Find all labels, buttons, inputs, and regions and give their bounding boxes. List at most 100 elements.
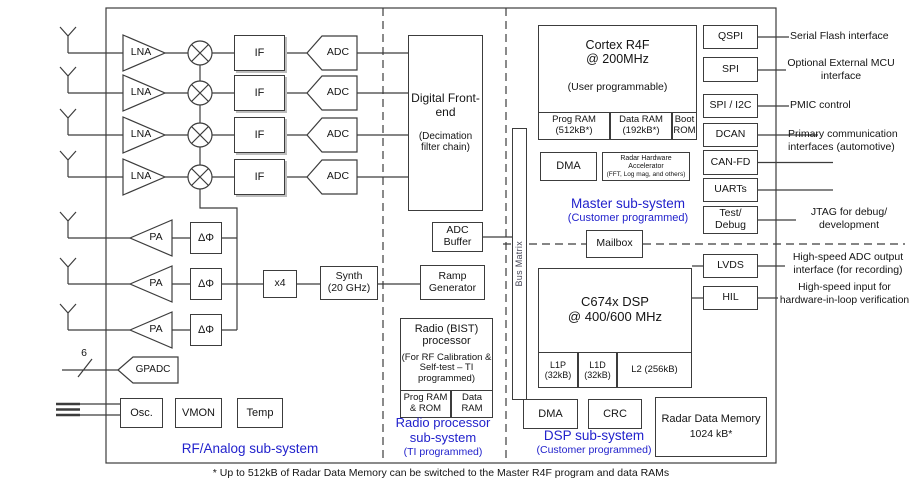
adc-label-4: ADC bbox=[326, 170, 350, 182]
rx-chain-4 bbox=[59, 150, 408, 196]
bist-prog-ram-block: Prog RAM & ROM bbox=[400, 390, 451, 418]
adc-pentagon bbox=[306, 159, 358, 195]
tx-antenna-and-wires bbox=[59, 211, 190, 239]
cortex-title-line2: @ 200MHz bbox=[586, 52, 649, 66]
lna-label-3: LNA bbox=[130, 128, 152, 140]
l1p-line2: (32kB) bbox=[544, 370, 572, 380]
pa-triangle bbox=[128, 219, 173, 257]
lna-label-1: LNA bbox=[130, 46, 152, 58]
mixer-cross bbox=[191, 44, 209, 62]
adc-label-1: ADC bbox=[326, 46, 350, 58]
rx-antenna-icon bbox=[59, 66, 77, 93]
ext-label-jtag: JTAG for debug/ development bbox=[810, 206, 888, 231]
phase-shifter-block-1: ΔΦ bbox=[190, 222, 222, 254]
phase-shifter-block-2: ΔΦ bbox=[190, 268, 222, 300]
if-block-1: IF bbox=[234, 35, 285, 71]
dsp-l1d-block: L1D (32kB) bbox=[578, 352, 617, 388]
bus-matrix-block: Bus Matrix bbox=[512, 128, 527, 400]
tx-chain-2 bbox=[59, 257, 190, 303]
pa-label-1: PA bbox=[149, 231, 163, 243]
dsp-l2-block: L2 (256kB) bbox=[617, 352, 692, 388]
dsp-title-line2: @ 400/600 MHz bbox=[567, 309, 663, 324]
dsp-subsystem-sublabel: (Customer programmed) bbox=[536, 444, 652, 456]
lo-distribution-line bbox=[199, 53, 423, 331]
mixer-cross bbox=[191, 126, 209, 144]
bist-title: Radio (BIST) processor bbox=[414, 323, 479, 348]
crystal-plates bbox=[56, 402, 80, 417]
dfe-subtitle: (Decimation filter chain) bbox=[418, 131, 473, 154]
rha-line1: Radar Hardware Accelerator bbox=[620, 155, 672, 170]
radar-hw-accelerator-block: Radar Hardware Accelerator (FFT, Log mag… bbox=[602, 152, 690, 181]
rf-subsystem-label: RF/Analog sub-system bbox=[181, 441, 319, 456]
ramp-generator-block: Ramp Generator bbox=[420, 265, 485, 300]
cortex-subtitle: (User programmable) bbox=[567, 81, 668, 93]
pa-triangle bbox=[128, 265, 173, 303]
dcan-block: DCAN bbox=[703, 123, 758, 147]
gpadc-group bbox=[62, 356, 179, 384]
ext-label-hil: High-speed input for hardware-in-loop ve… bbox=[779, 282, 910, 306]
crystal-icon bbox=[56, 402, 120, 417]
adc-label-2: ADC bbox=[326, 86, 350, 98]
if-block-2: IF bbox=[234, 75, 285, 111]
tx-chain-3 bbox=[59, 303, 190, 349]
radar-memory-line1: Radar Data Memory bbox=[661, 413, 761, 426]
rx-chain-2 bbox=[59, 66, 408, 112]
adc-pentagon bbox=[306, 75, 358, 111]
mailbox-block: Mailbox bbox=[586, 230, 643, 258]
ext-label-primary-comm: Primary communication interfaces (automo… bbox=[788, 128, 898, 153]
bus-matrix-label: Bus Matrix bbox=[514, 241, 525, 287]
osc-block: Osc. bbox=[120, 398, 163, 428]
hil-block: HIL bbox=[703, 286, 758, 310]
dsp-subsystem-label: DSP sub-system bbox=[543, 428, 645, 443]
master-prog-ram-block: Prog RAM (512kB*) bbox=[538, 112, 610, 140]
peripheral-external-wires bbox=[758, 36, 833, 299]
gpadc-pentagon bbox=[117, 356, 179, 384]
rx-chain-1 bbox=[59, 26, 408, 72]
rx-antenna-icon bbox=[59, 150, 77, 177]
footnote: * Up to 512kB of Radar Data Memory can b… bbox=[212, 467, 670, 479]
adc-pentagon bbox=[306, 35, 358, 71]
bist-data-ram-block: Data RAM bbox=[451, 390, 493, 418]
dsp-crc-block: CRC bbox=[588, 399, 642, 429]
vmon-block: VMON bbox=[175, 398, 222, 428]
rx-antenna-icon bbox=[59, 26, 77, 53]
adc-buffer-block: ADC Buffer bbox=[432, 222, 483, 252]
x4-multiplier-block: x4 bbox=[263, 270, 297, 298]
radio-subsystem-label-line1: Radio processor bbox=[395, 415, 491, 430]
dfe-title: Digital Front-end bbox=[411, 91, 480, 119]
l1p-line1: L1P bbox=[549, 359, 566, 370]
internal-connector-wires bbox=[483, 236, 703, 299]
radio-subsystem-label-line2: sub-system bbox=[409, 430, 477, 445]
pa-label-2: PA bbox=[149, 277, 163, 289]
can-fd-block: CAN-FD bbox=[703, 150, 758, 175]
lvds-block: LVDS bbox=[703, 254, 758, 278]
ext-label-lvds: High-speed ADC output interface (for rec… bbox=[792, 251, 904, 276]
boot-rom-block: Boot ROM bbox=[672, 112, 697, 140]
lna-triangle bbox=[122, 158, 167, 196]
ext-label-mcu-interface: Optional External MCU interface bbox=[787, 57, 895, 82]
prog-ram-line1: Prog RAM bbox=[552, 114, 596, 126]
lna-triangle bbox=[122, 116, 167, 154]
rx-chain-3 bbox=[59, 108, 408, 154]
if-block-3: IF bbox=[234, 117, 285, 153]
master-subsystem-sublabel: (Customer programmed) bbox=[567, 212, 689, 224]
spi-i2c-block: SPI / I2C bbox=[703, 94, 758, 118]
master-dma-block: DMA bbox=[540, 152, 597, 181]
chip-border bbox=[105, 7, 777, 464]
dsp-title-line1: C674x DSP bbox=[581, 294, 649, 310]
lna-label-2: LNA bbox=[130, 86, 152, 98]
test-debug-block: Test/ Debug bbox=[703, 206, 758, 234]
temp-block: Temp bbox=[237, 398, 283, 428]
ext-label-pmic-control: PMIC control bbox=[790, 99, 851, 111]
master-data-ram-block: Data RAM (192kB*) bbox=[610, 112, 672, 140]
tx-antenna-and-wires bbox=[59, 257, 190, 285]
mixer-cross bbox=[191, 168, 209, 186]
radar-data-memory-block: Radar Data Memory 1024 kB* bbox=[655, 397, 767, 457]
lna-triangle bbox=[122, 34, 167, 72]
mixer-cross bbox=[191, 84, 209, 102]
gpadc-bus-wire bbox=[62, 358, 118, 378]
cortex-title-line1: Cortex R4F bbox=[585, 38, 650, 52]
pa-label-3: PA bbox=[149, 323, 163, 335]
data-ram-line2: (192kB*) bbox=[622, 125, 660, 136]
